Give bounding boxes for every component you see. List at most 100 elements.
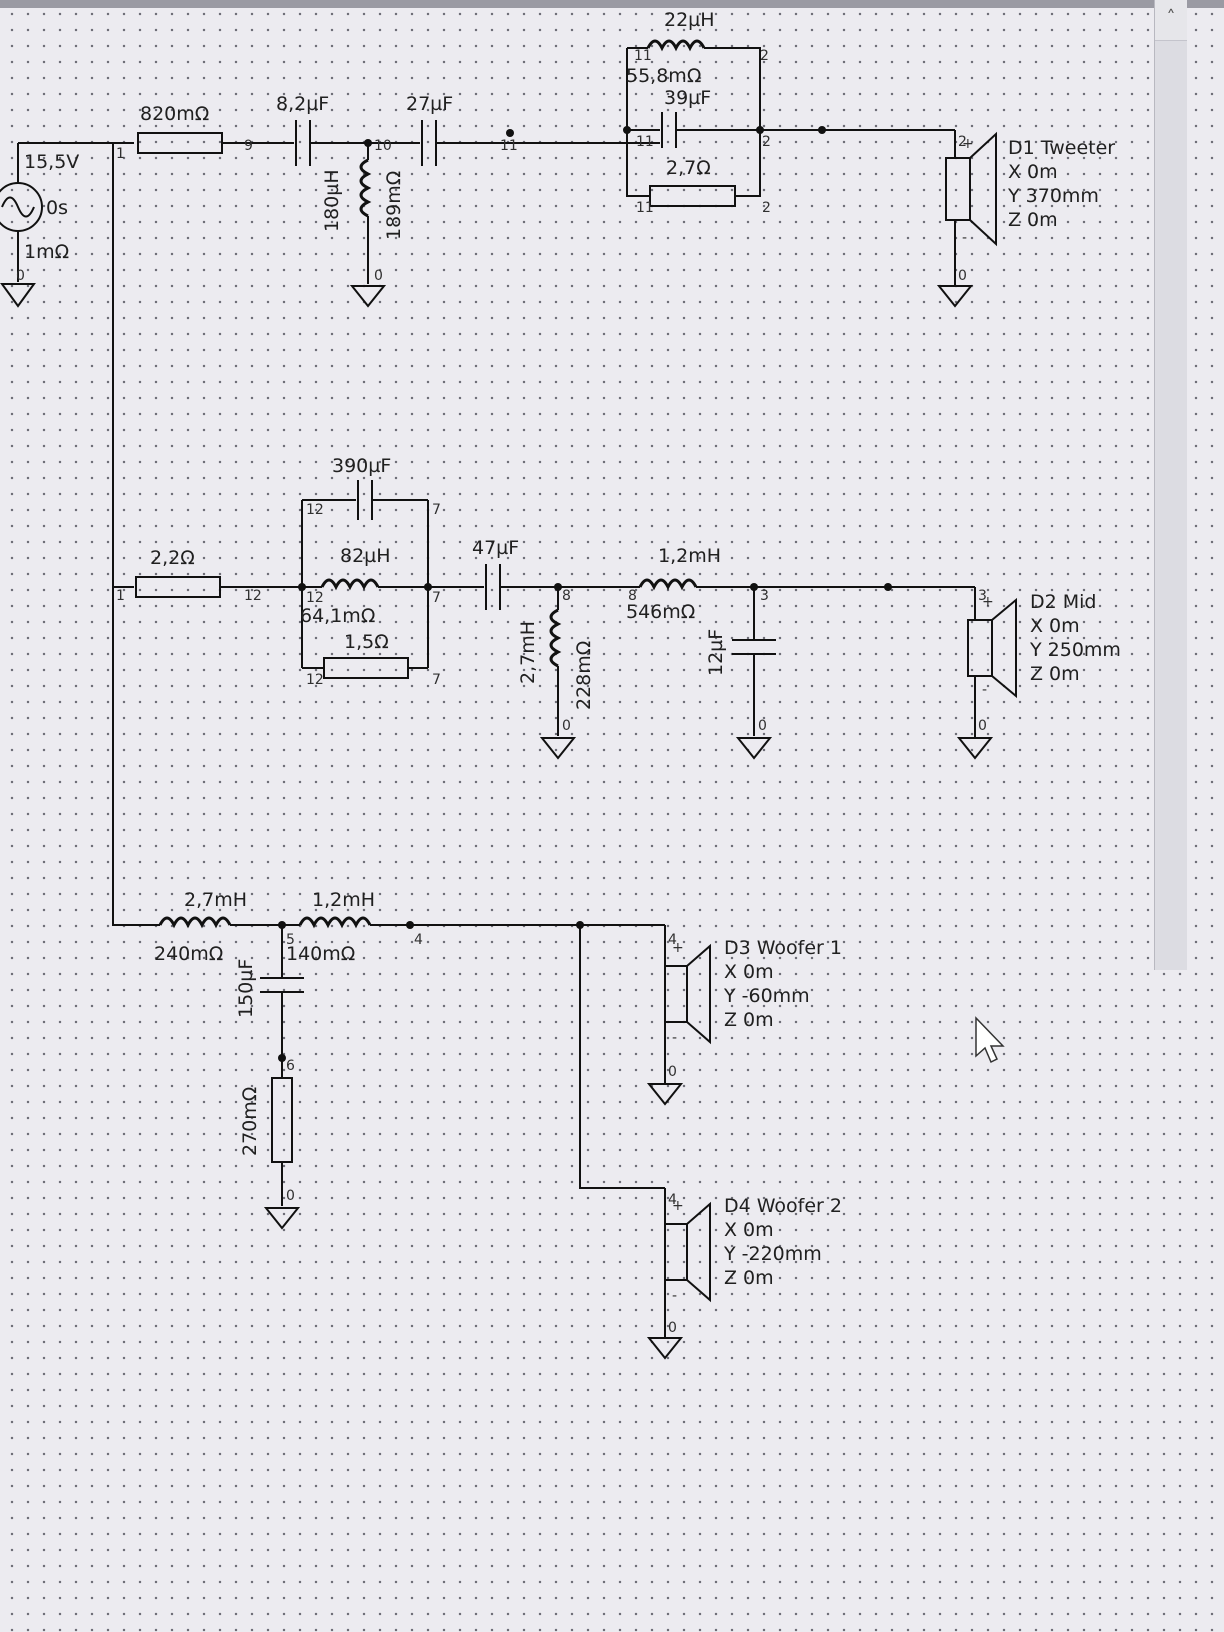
svg-text:27µF: 27µF	[406, 93, 453, 115]
svg-text:140mΩ: 140mΩ	[286, 943, 355, 965]
tweeter-capacitor-c1[interactable]: 8,2µF	[276, 93, 329, 166]
svg-text:3: 3	[760, 588, 769, 604]
svg-text:8,2µF: 8,2µF	[276, 93, 329, 115]
svg-text:8: 8	[628, 588, 637, 604]
svg-text:82µH: 82µH	[340, 545, 391, 567]
mid-series-inductor[interactable]: 1,2mH 546mΩ	[626, 545, 721, 623]
vertical-scrollbar[interactable]: ˄	[1154, 0, 1187, 970]
mid-series-capacitor[interactable]: 47µF	[472, 537, 519, 610]
svg-text:Z 0m: Z 0m	[1008, 209, 1058, 231]
svg-text:1,2mH: 1,2mH	[658, 545, 721, 567]
tweeter-driver[interactable]: + -	[945, 130, 997, 286]
svg-text:Y -220mm: Y -220mm	[723, 1243, 822, 1265]
woofer-inductor-l1[interactable]: 2,7mH 240mΩ	[154, 889, 247, 965]
svg-text:D2 Mid: D2 Mid	[1030, 591, 1097, 613]
source-amplitude: 15,5V	[24, 151, 79, 173]
svg-text:2,7mH: 2,7mH	[517, 621, 539, 684]
mid-series-resistor[interactable]: 2,2Ω	[135, 547, 221, 598]
svg-text:+: +	[672, 1198, 684, 1214]
svg-text:0: 0	[668, 1064, 677, 1080]
mid-shunt-inductor[interactable]: 2,7mH 228mΩ	[517, 587, 595, 736]
svg-text:Z 0m: Z 0m	[724, 1267, 774, 1289]
source-delay: 0s	[46, 197, 68, 219]
svg-text:1,2mH: 1,2mH	[312, 889, 375, 911]
window-top-edge	[0, 0, 1224, 8]
woofer-inductor-l2[interactable]: 1,2mH 140mΩ	[286, 889, 375, 965]
mouse-pointer-icon	[975, 1016, 1005, 1064]
svg-text:1,5Ω: 1,5Ω	[344, 631, 389, 653]
svg-text:7: 7	[432, 502, 441, 518]
tweeter-series-resistor[interactable]: 820mΩ	[137, 103, 223, 154]
mid-parallel-inductor[interactable]: 82µH 64,1mΩ	[300, 545, 410, 627]
woofer1-driver[interactable]: + -	[664, 925, 711, 1084]
woofer-shunt-capacitor[interactable]: 150µF	[235, 925, 304, 1078]
tweeter-trap-resistor[interactable]: 2,7Ω	[649, 157, 736, 207]
svg-text:3: 3	[978, 588, 987, 604]
svg-text:2: 2	[762, 134, 771, 150]
ground-icon	[956, 737, 994, 760]
svg-text:2: 2	[958, 134, 967, 150]
svg-text:5: 5	[286, 932, 295, 948]
svg-text:Z 0m: Z 0m	[724, 1009, 774, 1031]
mid-driver[interactable]: + -	[967, 587, 1017, 738]
svg-text:0: 0	[562, 718, 571, 734]
tweeter-trap-capacitor[interactable]: 39µF	[661, 87, 711, 148]
driver-label-woofer2: D4 Woofer 2 X 0m Y -220mm Z 0m	[723, 1195, 842, 1289]
svg-text:0: 0	[958, 268, 967, 284]
node-labels: 1 9 10 11 11 11 11 2 2 2 2 0 0 0 1 12 12…	[16, 48, 987, 1336]
svg-text:+: +	[672, 940, 684, 956]
mid-parallel-capacitor[interactable]: 390µF	[332, 455, 391, 520]
svg-text:6: 6	[286, 1058, 295, 1074]
svg-text:270mΩ: 270mΩ	[239, 1087, 261, 1156]
driver-label-woofer1: D3 Woofer 1 X 0m Y -60mm Z 0m	[723, 937, 842, 1031]
svg-text:12: 12	[306, 502, 324, 518]
svg-text:55,8mΩ: 55,8mΩ	[626, 65, 701, 87]
svg-text:11: 11	[636, 134, 654, 150]
ground-icon	[646, 1337, 684, 1360]
svg-text:12: 12	[244, 588, 262, 604]
svg-text:10: 10	[374, 138, 392, 154]
svg-text:11: 11	[500, 138, 518, 154]
svg-text:Y 370mm: Y 370mm	[1007, 185, 1099, 207]
svg-text:11: 11	[634, 48, 652, 64]
source-resistance: 1mΩ	[24, 241, 69, 263]
svg-text:820mΩ: 820mΩ	[140, 103, 209, 125]
ground-icon	[735, 737, 773, 760]
svg-text:X 0m: X 0m	[724, 1219, 774, 1241]
woofer-shunt-resistor[interactable]: 270mΩ	[239, 1077, 293, 1206]
svg-text:7: 7	[432, 590, 441, 606]
svg-text:0: 0	[16, 268, 25, 284]
ground-icon	[263, 1207, 301, 1230]
svg-text:-: -	[962, 230, 967, 246]
svg-text:12: 12	[306, 590, 324, 606]
svg-text:150µF: 150µF	[235, 959, 257, 1018]
svg-text:8: 8	[562, 588, 571, 604]
voltage-source[interactable]: 15,5V 0s 1mΩ	[0, 143, 79, 282]
mid-parallel-resistor[interactable]: 1,5Ω	[323, 631, 409, 679]
svg-text:0: 0	[286, 1188, 295, 1204]
svg-text:180µH: 180µH	[321, 169, 343, 232]
svg-text:X 0m: X 0m	[724, 961, 774, 983]
tweeter-shunt-inductor[interactable]: 180µH 189mΩ	[321, 143, 405, 284]
svg-text:12µF: 12µF	[705, 629, 727, 676]
ground-icon	[646, 1083, 684, 1106]
svg-text:546mΩ: 546mΩ	[626, 601, 695, 623]
svg-text:228mΩ: 228mΩ	[573, 641, 595, 710]
scroll-up-icon[interactable]: ˄	[1155, 0, 1187, 41]
svg-text:4: 4	[414, 932, 423, 948]
svg-text:2: 2	[762, 200, 771, 216]
tweeter-trap-inductor[interactable]: 22µH 55,8mΩ	[626, 9, 752, 87]
svg-text:X 0m: X 0m	[1008, 161, 1058, 183]
tweeter-capacitor-c2[interactable]: 27µF	[406, 93, 453, 166]
ground-icon	[349, 285, 387, 308]
woofer2-driver[interactable]: + -	[664, 1188, 711, 1338]
ground-icon	[539, 737, 577, 760]
svg-text:2: 2	[760, 48, 769, 64]
svg-text:D1 Tweeter: D1 Tweeter	[1008, 137, 1115, 159]
svg-text:390µF: 390µF	[332, 455, 391, 477]
mid-shunt-capacitor[interactable]: 12µF	[705, 587, 776, 736]
svg-text:2,7Ω: 2,7Ω	[666, 157, 711, 179]
svg-text:39µF: 39µF	[664, 87, 711, 109]
svg-text:11: 11	[636, 200, 654, 216]
